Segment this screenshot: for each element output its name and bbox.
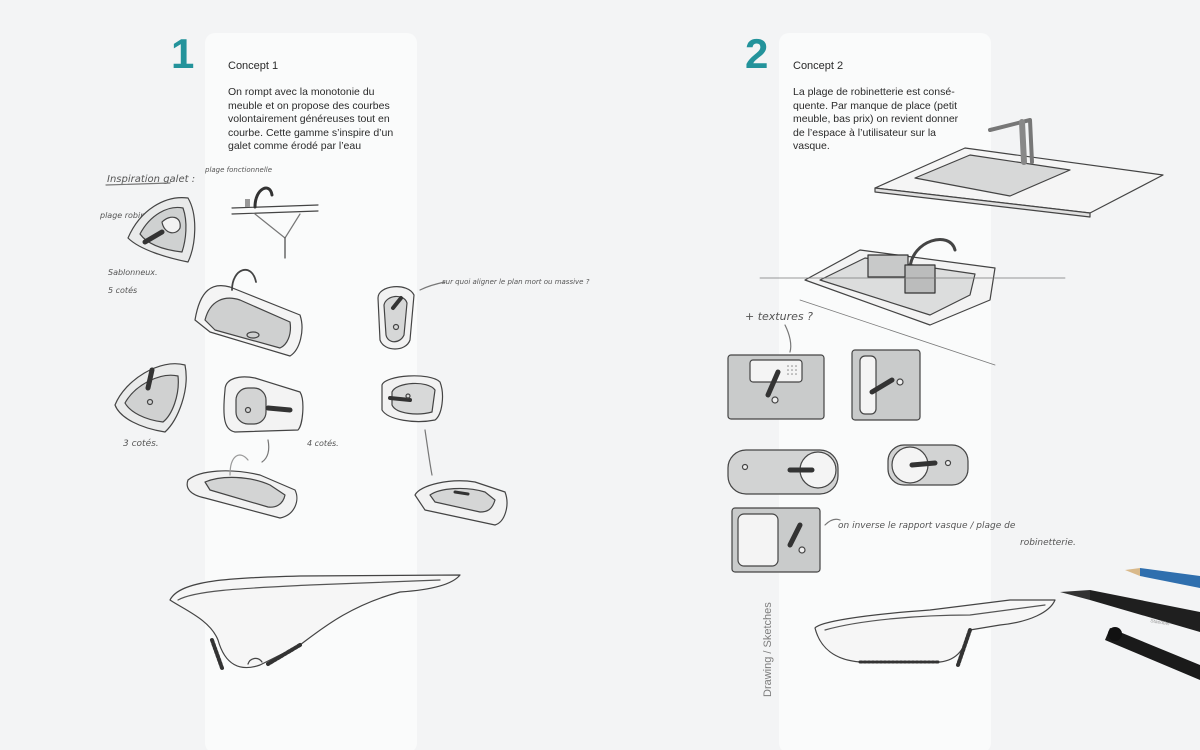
pen-black-icon: Staedtler bbox=[1060, 590, 1200, 632]
sketch-small-vertical-basin: sur quoi aligner le plan mort ou massive… bbox=[377, 278, 590, 350]
svg-text:plage fonctionnelle: plage fonctionnelle bbox=[204, 166, 272, 174]
concept-2-description: La plage de robinetterie est consé-quent… bbox=[793, 86, 959, 152]
concept-2-title: Concept 2 bbox=[793, 60, 844, 72]
sketch-shelf-faucet: plage fonctionnelle bbox=[204, 166, 319, 259]
sketch-inverted-basin bbox=[731, 507, 841, 573]
concept-1-title: Concept 1 bbox=[228, 60, 279, 72]
concept-2-number: 2 bbox=[745, 30, 769, 77]
sketch-square-basin-1 bbox=[727, 354, 825, 420]
sketch-square-basin-2 bbox=[851, 349, 921, 421]
sketch-lower-basin-left bbox=[186, 454, 298, 519]
sketch-basin-tap bbox=[759, 238, 1066, 366]
sketch-countertop-faucet bbox=[874, 118, 1164, 218]
sketch-curved-basin bbox=[194, 269, 303, 357]
pencil-blue-icon bbox=[1125, 568, 1200, 588]
note-3-cotes: 3 cotés. bbox=[123, 438, 159, 449]
concept-1-description: On rompt avec la monotonie du meuble et … bbox=[228, 86, 394, 152]
sketch-rounded-basin bbox=[223, 376, 304, 433]
drawing-sketches-label: Drawing / Sketches bbox=[762, 602, 774, 697]
note-plage-robinetterie: plage robinet. bbox=[99, 211, 156, 220]
note-textures: + textures ? bbox=[745, 310, 813, 323]
svg-text:Staedtler: Staedtler bbox=[1150, 618, 1171, 627]
note-inverse-a: on inverse le rapport vasque / plage de bbox=[838, 521, 1016, 531]
sketch-rounded-basin-4 bbox=[887, 444, 969, 486]
note-inverse-b: robinetterie. bbox=[1020, 538, 1076, 548]
note-4-cotes: 4 cotés. bbox=[307, 438, 339, 448]
sketch-pebble-basin bbox=[127, 197, 196, 263]
sketch-oval-basin-right bbox=[381, 375, 444, 423]
note-5-cotes-b: 5 cotés bbox=[108, 285, 137, 295]
sketch-rounded-basin-3 bbox=[727, 449, 839, 495]
sketch-lower-basin-right bbox=[414, 480, 508, 526]
note-inspiration-galet: Inspiration galet : bbox=[107, 174, 195, 185]
pen-black-2-icon bbox=[1105, 627, 1200, 680]
note-5-cotes-a: Sablonneux. bbox=[108, 268, 158, 277]
svg-text:sur quoi aligner le plan mort: sur quoi aligner le plan mort ou massive… bbox=[442, 278, 590, 286]
sketch-cross-section-2 bbox=[814, 599, 1056, 667]
concept-1-number: 1 bbox=[171, 30, 195, 77]
sketch-cross-section-1 bbox=[169, 574, 461, 670]
sketch-triangle-basin bbox=[114, 363, 187, 433]
